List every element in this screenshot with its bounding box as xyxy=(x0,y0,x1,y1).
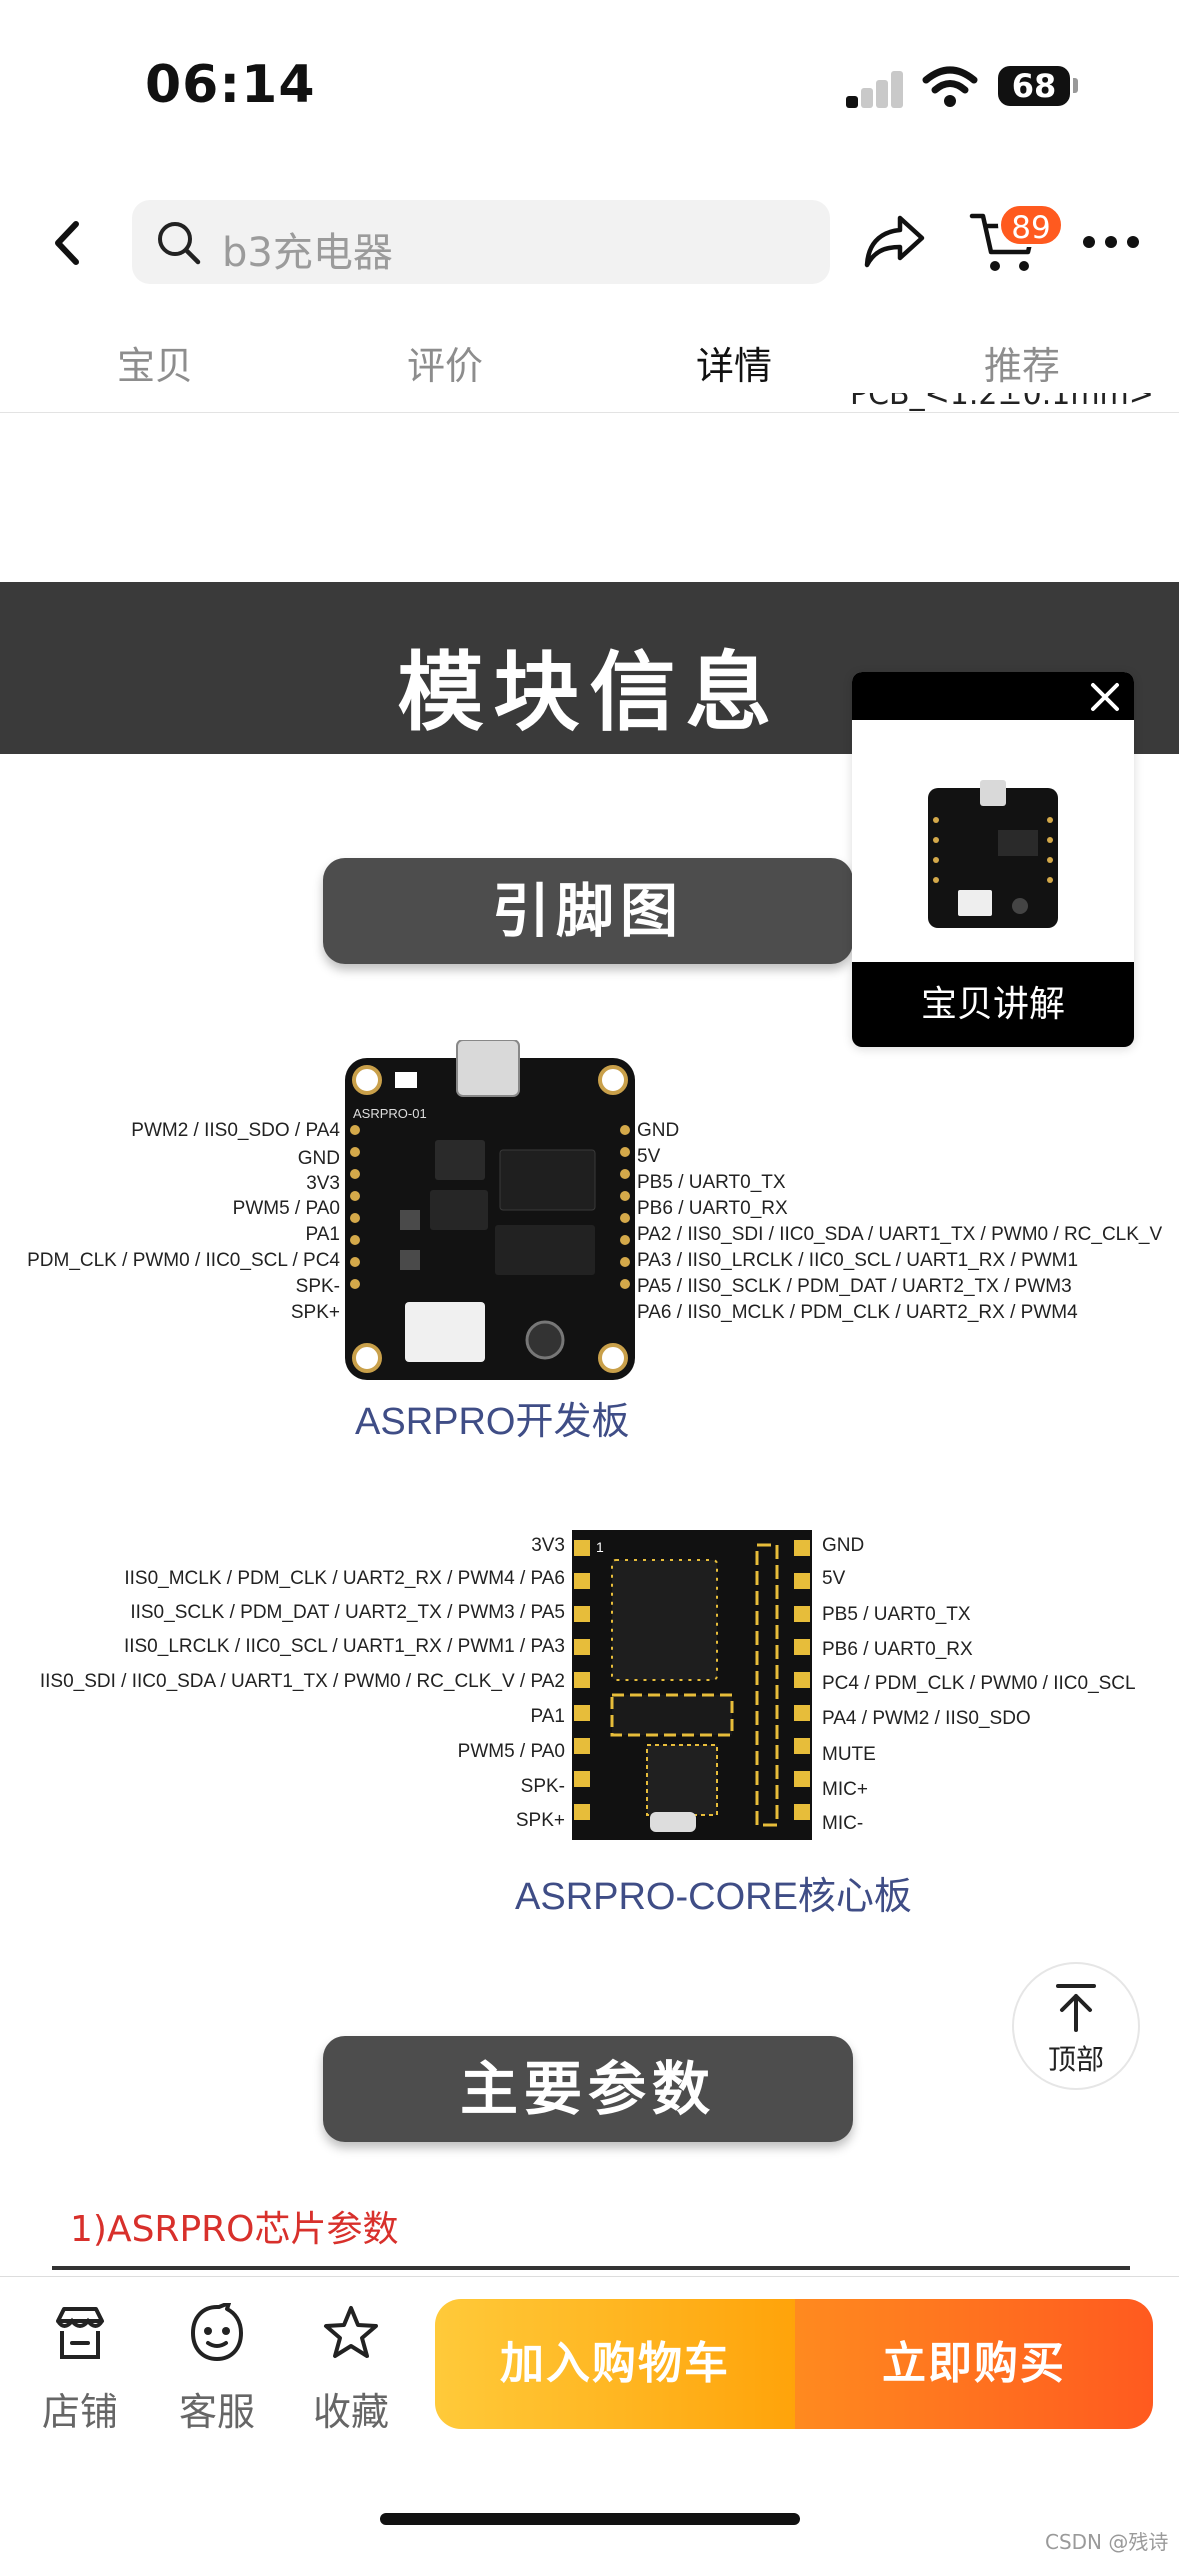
board1-right-pin: PA6 / IIS0_MCLK / PDM_CLK / UART2_RX / P… xyxy=(637,1302,1078,1323)
board1-right-pin: PA3 / IIS0_LRCLK / IIC0_SCL / UART1_RX /… xyxy=(637,1250,1079,1271)
battery-nub xyxy=(1073,78,1078,93)
board1-left-pin: PWM2 / IIS0_SDO / PA4 xyxy=(131,1120,340,1141)
back-icon[interactable] xyxy=(48,218,88,268)
pinout-title: 引脚图 xyxy=(323,858,853,964)
board2-left-pin: SPK- xyxy=(520,1776,565,1797)
board2-left-pin: PWM5 / PA0 xyxy=(457,1741,565,1762)
board1-right-pin: PB6 / UART0_RX xyxy=(637,1198,788,1219)
board1-right-pin: PA2 / IIS0_SDI / IIC0_SDA / UART1_TX / P… xyxy=(637,1224,1163,1245)
customer-service-label: 客服 xyxy=(178,2390,255,2434)
board1-left-pin: PWM5 / PA0 xyxy=(232,1198,340,1219)
params-title: 主要参数 xyxy=(323,2036,853,2142)
battery-indicator: 68 xyxy=(998,66,1070,106)
video-card-header xyxy=(852,672,1134,720)
board2-right-pin: PC4 / PDM_CLK / PWM0 / IIC0_SCL xyxy=(822,1673,1136,1694)
board1-left-pin: SPK+ xyxy=(290,1302,340,1323)
search-placeholder: b3充电器 xyxy=(222,230,393,276)
wifi-icon xyxy=(922,66,978,107)
watermark: CSDN @残诗 xyxy=(1045,2530,1169,2554)
board1-caption: ASRPRO开发板 xyxy=(355,1401,630,1443)
back-to-top-button[interactable]: 顶部 xyxy=(1012,1962,1140,2090)
board2-left-pin: IIS0_MCLK / PDM_CLK / UART2_RX / PWM4 / … xyxy=(124,1568,565,1589)
tab-divider xyxy=(0,412,1179,413)
spec-table-top-border xyxy=(52,2266,1130,2270)
close-icon[interactable] xyxy=(1088,680,1122,714)
board2-right-pin: MUTE xyxy=(822,1744,876,1765)
board2-left-pin: PA1 xyxy=(530,1706,565,1727)
signal-icon xyxy=(846,70,904,108)
board1-right-pin: GND xyxy=(637,1120,680,1141)
store-label: 店铺 xyxy=(41,2390,118,2434)
board2-left-pin: SPK+ xyxy=(515,1810,565,1831)
product-thumbnail xyxy=(928,780,1058,928)
board1-left-pin: PDM_CLK / PWM0 / IIC0_SCL / PC4 xyxy=(27,1250,340,1271)
board1-right-pin: PB5 / UART0_TX xyxy=(637,1172,786,1193)
board2-right-pin: MIC+ xyxy=(822,1779,868,1800)
board1-left-pin: PA1 xyxy=(305,1224,340,1245)
board1-left-pin: SPK- xyxy=(295,1276,340,1297)
search-icon xyxy=(158,222,201,265)
asrpro-core-board-image: 1 xyxy=(572,1530,812,1840)
add-to-cart-button[interactable]: 加入购物车 xyxy=(435,2299,795,2429)
board2-right-pin: GND xyxy=(822,1535,865,1556)
more-icon[interactable] xyxy=(1083,236,1143,250)
video-explainer-card[interactable]: 宝贝讲解 xyxy=(852,672,1134,1047)
store-icon xyxy=(56,2307,104,2359)
board2-left-pin: IIS0_SDI / IIC0_SDA / UART1_TX / PWM0 / … xyxy=(39,1671,565,1692)
partial-top-text: PCB_<1.2±0.1mm> xyxy=(850,393,1154,412)
favorite-label: 收藏 xyxy=(312,2390,389,2434)
tab-recommend[interactable]: 推荐 xyxy=(983,344,1060,388)
asrpro-board-image: ASRPRO-01 xyxy=(345,1040,635,1380)
tab-reviews[interactable]: 评价 xyxy=(406,344,483,388)
tab-details[interactable]: 详情 xyxy=(695,344,772,388)
board2-left-pin: IIS0_SCLK / PDM_DAT / UART2_TX / PWM3 / … xyxy=(130,1602,565,1623)
board2-right-pin: PB6 / UART0_RX xyxy=(822,1639,973,1660)
back-to-top-label: 顶部 xyxy=(1047,2043,1104,2076)
board2-right-pin: 5V xyxy=(822,1568,846,1589)
cart-count-badge: 89 xyxy=(998,203,1064,247)
board1-left-pin: GND xyxy=(297,1148,340,1169)
customer-service-icon xyxy=(191,2303,243,2361)
section-band-title: 模块信息 xyxy=(397,643,782,743)
board2-right-pin: PA4 / PWM2 / IIS0_SDO xyxy=(822,1708,1031,1729)
board2-caption: ASRPRO-CORE核心板 xyxy=(515,1876,912,1918)
video-label: 宝贝讲解 xyxy=(852,962,1134,1047)
board2-left-pin: IIS0_LRCLK / IIC0_SCL / UART1_RX / PWM1 … xyxy=(123,1636,565,1657)
spec-heading: 1)ASRPRO芯片参数 xyxy=(70,2209,399,2250)
share-icon[interactable] xyxy=(862,210,928,272)
board2-right-pin: PB5 / UART0_TX xyxy=(822,1604,971,1625)
star-icon xyxy=(324,2306,378,2358)
arrow-up-icon xyxy=(1056,1984,1096,2032)
board1-left-pin: 3V3 xyxy=(306,1173,340,1194)
search-input[interactable]: b3充电器 xyxy=(132,200,830,284)
status-time: 06:14 xyxy=(145,55,316,115)
svg-text:ASRPRO-01: ASRPRO-01 xyxy=(353,1106,427,1121)
board1-right-pin: PA5 / IIS0_SCLK / PDM_DAT / UART2_TX / P… xyxy=(637,1276,1072,1297)
board1-right-pin: 5V xyxy=(637,1146,661,1167)
buy-now-button[interactable]: 立即购买 xyxy=(795,2299,1153,2429)
svg-text:1: 1 xyxy=(596,1539,604,1555)
tab-baobei[interactable]: 宝贝 xyxy=(116,344,193,388)
board2-left-pin: 3V3 xyxy=(531,1535,565,1556)
home-indicator[interactable] xyxy=(380,2513,800,2525)
board2-right-pin: MIC- xyxy=(822,1813,864,1834)
